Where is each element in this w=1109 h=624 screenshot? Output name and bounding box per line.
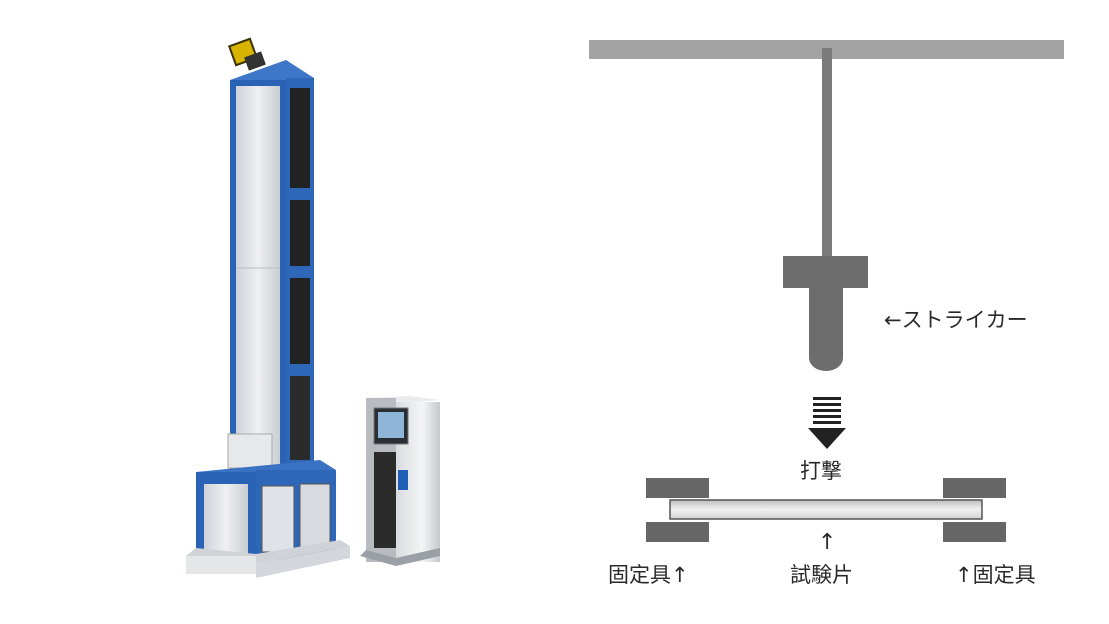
fixture-bottom-right — [943, 522, 1006, 542]
specimen-plate — [669, 499, 983, 520]
tower — [227, 60, 314, 472]
fixture-top-left — [646, 478, 709, 498]
fixture-bottom-left — [646, 522, 709, 542]
striker-tip — [809, 288, 843, 371]
fixture-right-label: ↑固定具 — [955, 563, 1036, 587]
specimen-label: 試験片 — [790, 563, 853, 587]
guide-rod — [822, 48, 832, 260]
control-console — [360, 396, 440, 566]
motor-unit — [227, 37, 266, 71]
fixture-top-right — [943, 478, 1006, 498]
striker-label: ←ストライカー — [884, 308, 1028, 332]
striker-weight — [783, 256, 868, 288]
specimen-arrow: ↑ — [818, 530, 837, 555]
impact-arrow-icon — [808, 397, 846, 449]
base-cabinet — [186, 460, 350, 578]
impact-label: 打撃 — [800, 459, 842, 483]
fixture-left-label: 固定具↑ — [608, 563, 689, 587]
